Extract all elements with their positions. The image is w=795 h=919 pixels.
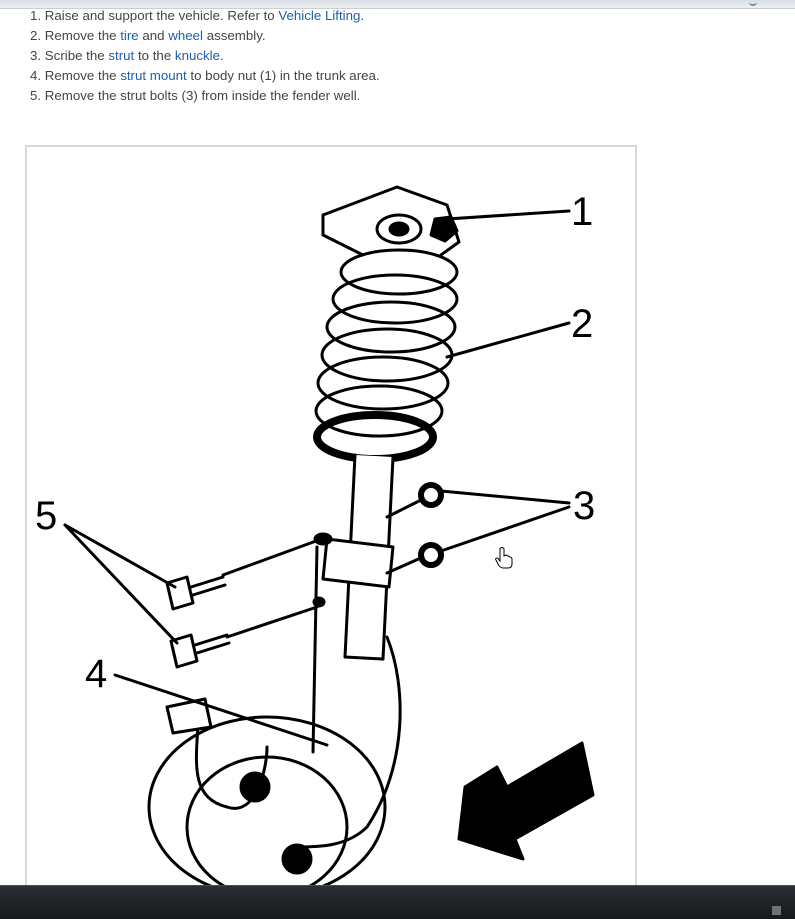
step-5: 5. Remove the strut bolts (3) from insid… — [30, 88, 361, 103]
taskbar — [0, 885, 795, 919]
callout-3: 3 — [573, 484, 595, 528]
link-strut-mount[interactable]: strut mount — [120, 68, 187, 83]
bolt-upper — [165, 535, 329, 611]
step-4: 4. Remove the strut mount to body nut (1… — [30, 68, 380, 83]
callout-5: 5 — [35, 494, 57, 538]
hand-pointer-icon — [495, 547, 513, 569]
callout-4: 4 — [85, 652, 107, 696]
link-knuckle[interactable]: knuckle — [174, 48, 221, 63]
browser-top-bar — [0, 0, 795, 9]
leader-5b — [63, 523, 179, 645]
leader-4 — [113, 673, 329, 747]
show-desktop-button[interactable] — [772, 906, 781, 915]
front-direction-arrow — [457, 741, 595, 861]
leader-2 — [445, 321, 571, 359]
instruction-steps: 1. Raise and support the vehicle. Refer … — [30, 6, 380, 106]
toolbar-icon[interactable] — [749, 0, 757, 6]
callout-1: 1 — [571, 190, 593, 234]
mount-nut — [429, 215, 459, 243]
leader-3b — [439, 505, 571, 553]
step-1: 1. Raise and support the vehicle. Refer … — [30, 8, 365, 23]
strut-assembly-diagram: 1 2 3 4 5 — [25, 145, 637, 885]
link-tire[interactable]: tire — [120, 28, 139, 43]
coil-spring — [313, 248, 459, 463]
brake-hose — [295, 635, 402, 849]
link-strut[interactable]: strut — [108, 48, 135, 63]
link-vehicle-lifting[interactable]: Vehicle Lifting — [278, 8, 361, 23]
link-wheel[interactable]: wheel — [168, 28, 203, 43]
strut-illustration: 1 2 3 4 5 — [35, 185, 595, 885]
leader-1 — [445, 209, 571, 221]
leader-3a — [439, 489, 571, 505]
callout-2: 2 — [571, 302, 593, 346]
brake-rotor — [147, 715, 387, 885]
knuckle-arm — [311, 545, 319, 754]
nut-upper — [418, 482, 444, 508]
step-3: 3. Scribe the strut to the knuckle. — [30, 48, 224, 63]
leader-5a — [63, 523, 177, 589]
bolt-lower — [169, 605, 319, 669]
step-2: 2. Remove the tire and wheel assembly. — [30, 28, 266, 43]
nut-lower — [418, 542, 444, 568]
knuckle-bracket — [321, 537, 395, 589]
